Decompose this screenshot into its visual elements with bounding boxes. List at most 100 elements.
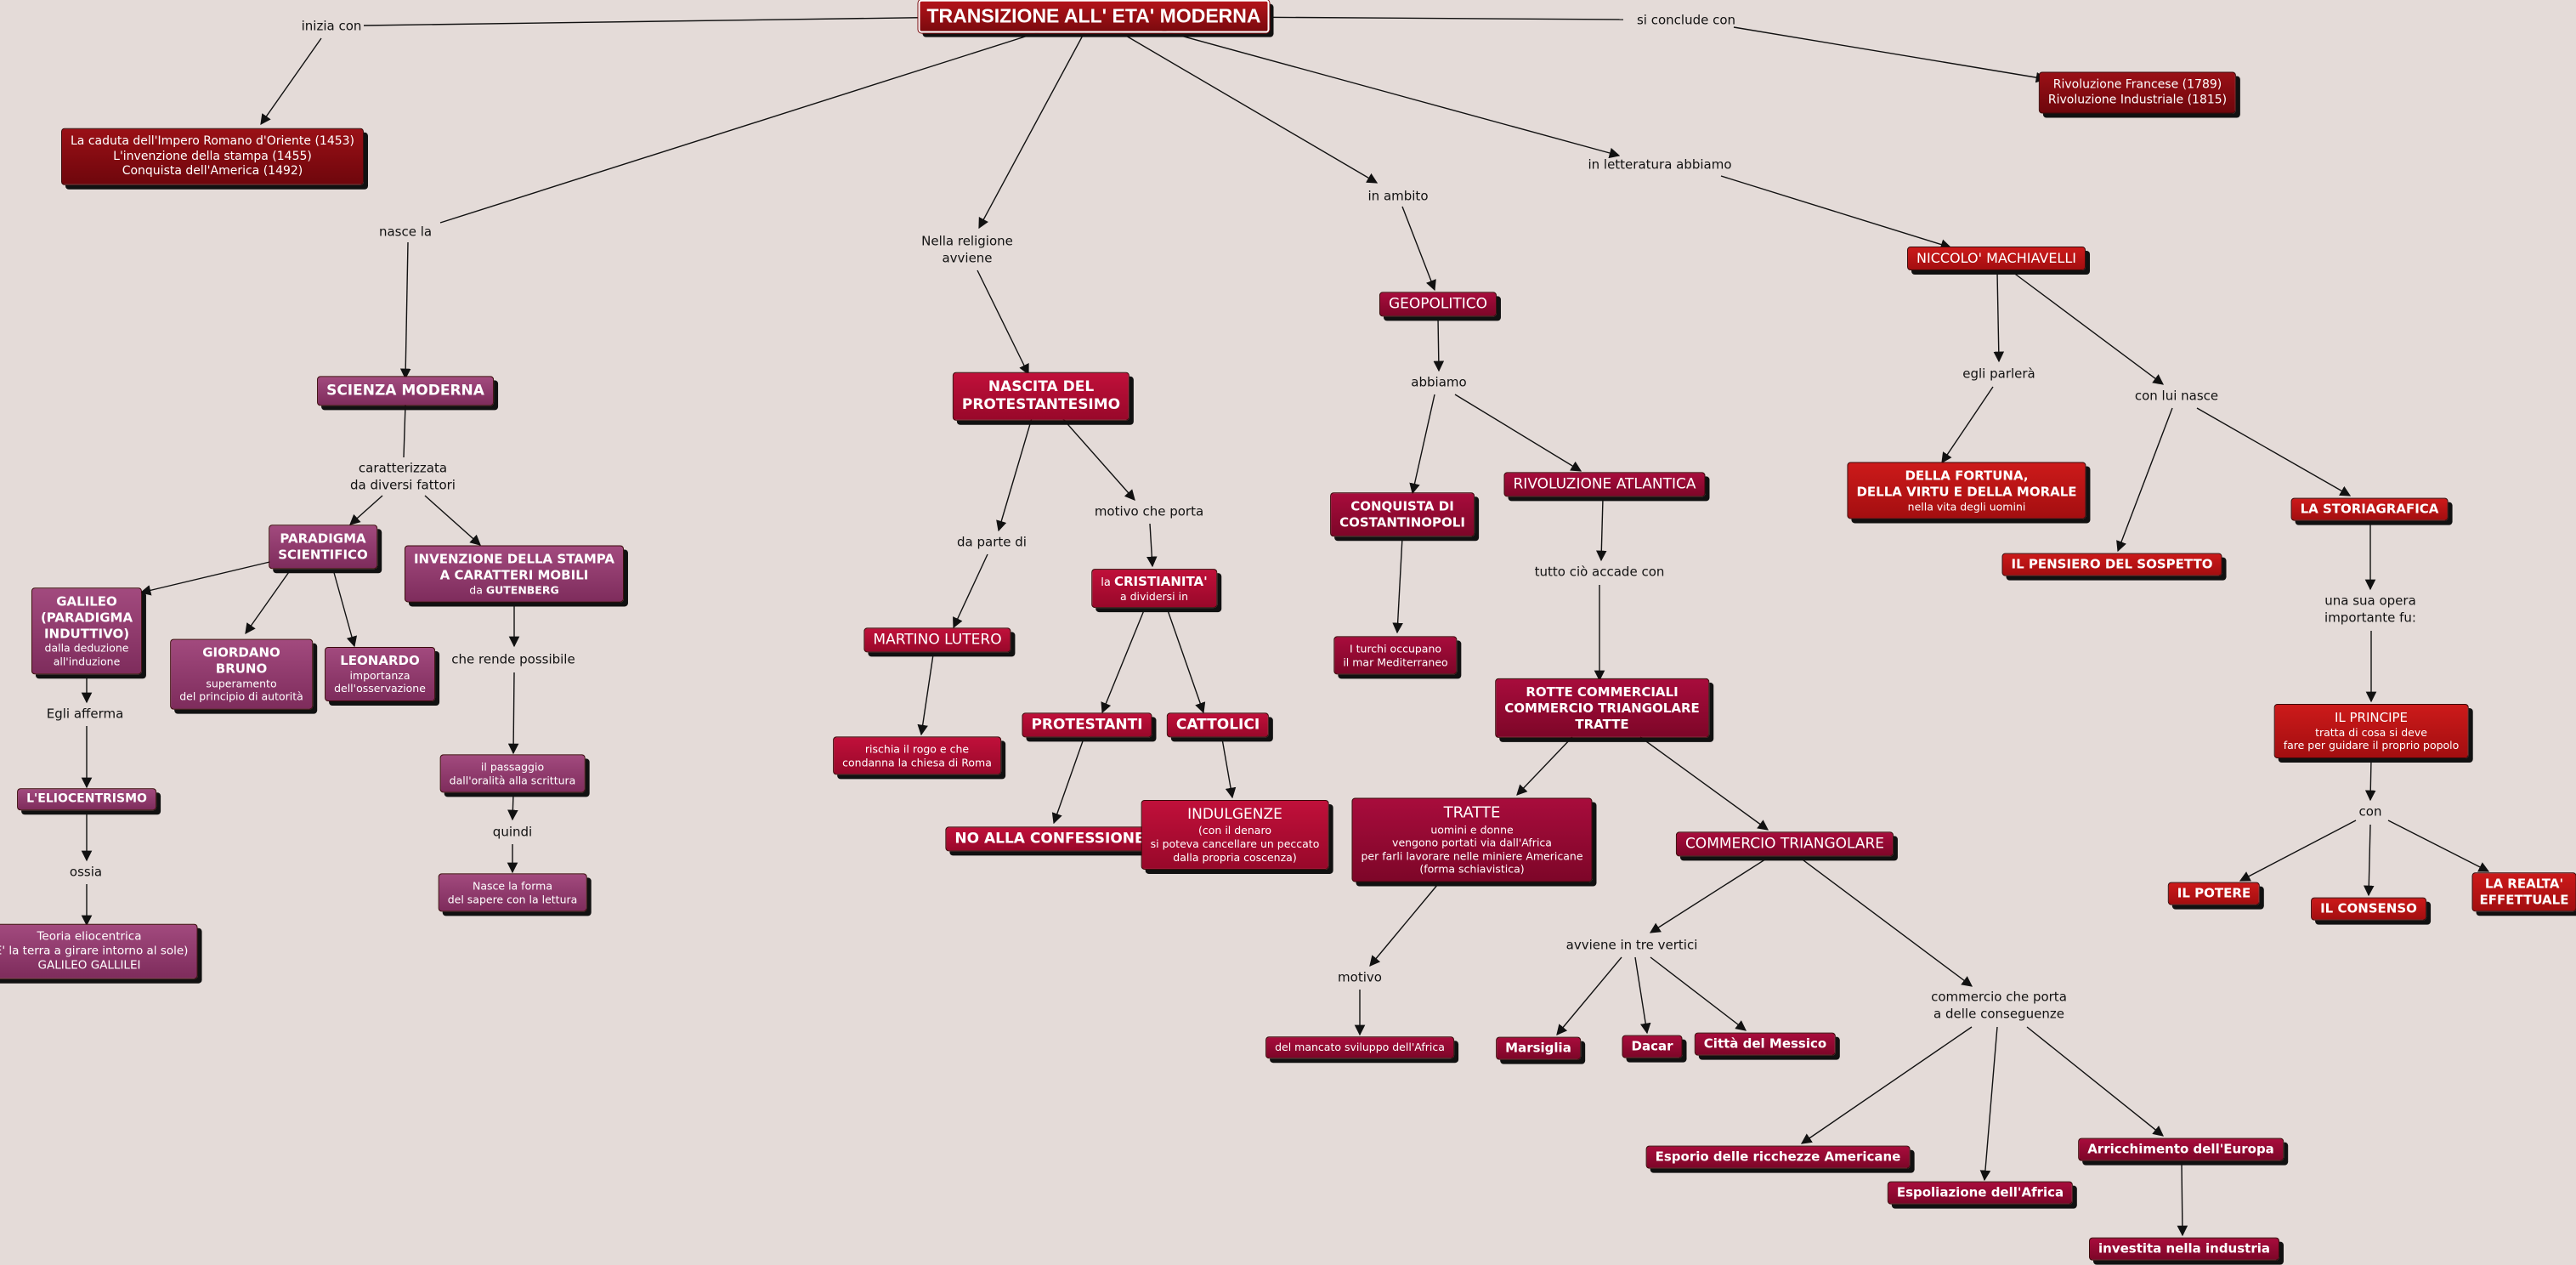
node-protestantesimo-title: NASCITA DEL PROTESTANTESIMO — [961, 377, 1121, 413]
node-leonardo[interactable]: LEONARDO importanza dell'osservazione — [325, 647, 435, 701]
node-stampa[interactable]: INVENZIONE DELLA STAMPA A CARATTERI MOBI… — [404, 545, 625, 603]
node-cristianita-sub: a dividersi in — [1119, 590, 1189, 604]
node-triangolare-title: COMMERCIO TRIANGOLARE — [1684, 835, 1885, 853]
node-esporio-title: Esporio delle ricchezze Americane — [1655, 1149, 1901, 1165]
node-geopolitico-title: GEOPOLITICO — [1388, 295, 1488, 313]
connector-line — [245, 569, 292, 635]
node-indulgenze[interactable]: INDULGENZE (con il denaro si poteva canc… — [1141, 799, 1329, 871]
label-tutto-cio: tutto ciò accade con — [1534, 564, 1665, 580]
node-machiavelli-title: NICCOLO' MACHIAVELLI — [1916, 250, 2076, 266]
node-marsiglia-title: Marsiglia — [1505, 1040, 1571, 1056]
connector-line — [1227, 16, 1624, 20]
node-paradigma[interactable]: PARADIGMA SCIENTIFICO — [269, 525, 377, 569]
node-passaggio-text: il passaggio dall'oralità alla scrittura — [449, 760, 576, 786]
label-con-lui: con lui nasce — [2134, 388, 2219, 404]
node-consenso[interactable]: IL CONSENSO — [2311, 897, 2426, 921]
node-eliocentrismo-title: L'ELIOCENTRISMO — [26, 791, 147, 806]
node-geopolitico[interactable]: GEOPOLITICO — [1379, 292, 1497, 317]
label-da-parte-di: da parte di — [957, 534, 1027, 550]
node-leonardo-sub: importanza dell'osservazione — [334, 668, 426, 695]
node-fine-text: Rivoluzione Francese (1789) Rivoluzione … — [2047, 77, 2228, 107]
label-in-letteratura: in letteratura abbiamo — [1588, 156, 1732, 173]
connector-line — [1167, 610, 1206, 714]
node-indulgenze-title: INDULGENZE — [1187, 805, 1282, 823]
node-teoria-text: Teoria eliocentrica (E' la terra a girar… — [0, 929, 189, 973]
connector-line — [1401, 206, 1436, 292]
node-fortuna[interactable]: DELLA FORTUNA, DELLA VIRTU E DELLA MORAL… — [1847, 462, 2086, 519]
node-passaggio[interactable]: il passaggio dall'oralità alla scrittura — [439, 754, 586, 793]
node-cattolici[interactable]: CATTOLICI — [1166, 712, 1270, 738]
node-mancato[interactable]: del mancato sviluppo dell'Africa — [1265, 1036, 1454, 1058]
connector-line — [349, 495, 383, 525]
node-esporio[interactable]: Esporio delle ricchezze Americane — [1645, 1145, 1911, 1169]
node-commercio-triangolare[interactable]: COMMERCIO TRIANGOLARE — [1675, 831, 1894, 857]
node-machiavelli[interactable]: NICCOLO' MACHIAVELLI — [1907, 247, 2086, 270]
connector-line — [1720, 175, 1952, 250]
root-title[interactable]: TRANSIZIONE ALL' ETA' MODERNA — [917, 0, 1271, 34]
node-principe-title: IL PRINCIPE — [2334, 710, 2409, 725]
node-inizio[interactable]: La caduta dell'Impero Romano d'Oriente (… — [60, 128, 365, 185]
node-principe[interactable]: IL PRINCIPE tratta di cosa si deve fare … — [2273, 704, 2469, 758]
node-potere[interactable]: IL POTERE — [2167, 882, 2261, 905]
connector-line — [399, 241, 411, 380]
node-confessione[interactable]: NO ALLA CONFESSIONE — [945, 826, 1154, 852]
node-rogo[interactable]: rischia il rogo e che condanna la chiesa… — [833, 736, 1001, 775]
connector-line — [1516, 736, 1573, 796]
connector-line — [1369, 883, 1439, 967]
node-galileo-sub: dalla deduzione all'induzione — [44, 641, 129, 668]
connector-line — [977, 269, 1029, 376]
label-avviene-tre: avviene in tre vertici — [1565, 937, 1698, 953]
node-teoria[interactable]: Teoria eliocentrica (E' la terra a girar… — [0, 923, 198, 979]
connector-line — [1155, 28, 1621, 159]
connector-line — [1454, 394, 1582, 472]
node-bruno[interactable]: GIORDANO BRUNO superamento del principio… — [170, 638, 313, 710]
node-scienza-moderna[interactable]: SCIENZA MODERNA — [317, 376, 494, 406]
connector-line — [1800, 1026, 1973, 1144]
node-sospetto[interactable]: IL PENSIERO DEL SOSPETTO — [2001, 553, 2222, 576]
node-turchi[interactable]: I turchi occupano il mar Mediterraneo — [1333, 636, 1458, 675]
node-tratte[interactable]: TRATTE uomini e donne vengono portati vi… — [1351, 797, 1593, 882]
node-rotte[interactable]: ROTTE COMMERCIALI COMMERCIO TRIANGOLARE … — [1495, 678, 1709, 739]
node-dacar[interactable]: Dacar — [1622, 1035, 1683, 1058]
connector-line — [1062, 417, 1135, 501]
node-industria[interactable]: investita nella industria — [2088, 1237, 2280, 1261]
connector-line — [1051, 738, 1084, 825]
node-marsiglia[interactable]: Marsiglia — [1496, 1036, 1581, 1060]
node-eliocentrismo[interactable]: L'ELIOCENTRISMO — [17, 788, 156, 810]
node-costantinopoli-title: CONQUISTA DI COSTANTINOPOLI — [1339, 498, 1465, 530]
connector-line — [1596, 497, 1607, 562]
connector-line — [1650, 956, 1747, 1031]
connector-line — [332, 569, 358, 648]
node-espoliazione[interactable]: Espoliazione dell'Africa — [1887, 1181, 2074, 1205]
connector-line — [1119, 31, 1379, 184]
label-una-sua-opera: una sua opera importante fu: — [2324, 593, 2416, 626]
node-rogo-text: rischia il rogo e che condanna la chiesa… — [842, 742, 992, 769]
connector-line — [2363, 824, 2375, 897]
node-messico[interactable]: Città del Messico — [1694, 1032, 1837, 1056]
connector-line — [260, 37, 322, 126]
node-costantinopoli[interactable]: CONQUISTA DI COSTANTINOPOLI — [1330, 492, 1475, 536]
node-protestantesimo[interactable]: NASCITA DEL PROTESTANTESIMO — [952, 372, 1130, 421]
node-cristianita-pre: la — [1101, 576, 1114, 590]
node-galileo-title: GALILEO (PARADIGMA INDUTTIVO) — [40, 593, 133, 641]
node-forma[interactable]: Nasce la forma del sapere con la lettura — [438, 873, 587, 912]
node-principe-sub: tratta di cosa si deve fare per guidare … — [2283, 725, 2460, 752]
node-arricchimento[interactable]: Arricchimento dell'Europa — [2078, 1137, 2284, 1161]
node-forma-text: Nasce la forma del sapere con la lettura — [447, 879, 578, 905]
node-lutero[interactable]: MARTINO LUTERO — [863, 627, 1011, 653]
connector-line — [1556, 956, 1622, 1035]
node-storiografica[interactable]: LA STORIAGRAFICA — [2290, 497, 2449, 521]
node-galileo[interactable]: GALILEO (PARADIGMA INDUTTIVO) dalla dedu… — [31, 587, 143, 674]
connector-line — [1146, 523, 1158, 568]
label-nella-religione: Nella religione avviene — [921, 233, 1013, 266]
label-motivo: motivo — [1338, 969, 1382, 985]
node-paradigma-title: PARADIGMA SCIENTIFICO — [278, 530, 368, 562]
node-fine[interactable]: Rivoluzione Francese (1789) Rivoluzione … — [2038, 71, 2237, 114]
node-atlantica[interactable]: RIVOLUZIONE ATLANTICA — [1503, 472, 1706, 497]
node-cristianita[interactable]: la CRISTIANITA' a dividersi in — [1091, 569, 1217, 608]
node-tratte-sub: uomini e donne vengono portati via dall'… — [1361, 823, 1583, 876]
node-realta[interactable]: LA REALTA' EFFETTUALE — [2471, 872, 2576, 911]
node-protestanti[interactable]: PROTESTANTI — [1022, 712, 1152, 738]
node-industria-title: investita nella industria — [2098, 1240, 2271, 1256]
